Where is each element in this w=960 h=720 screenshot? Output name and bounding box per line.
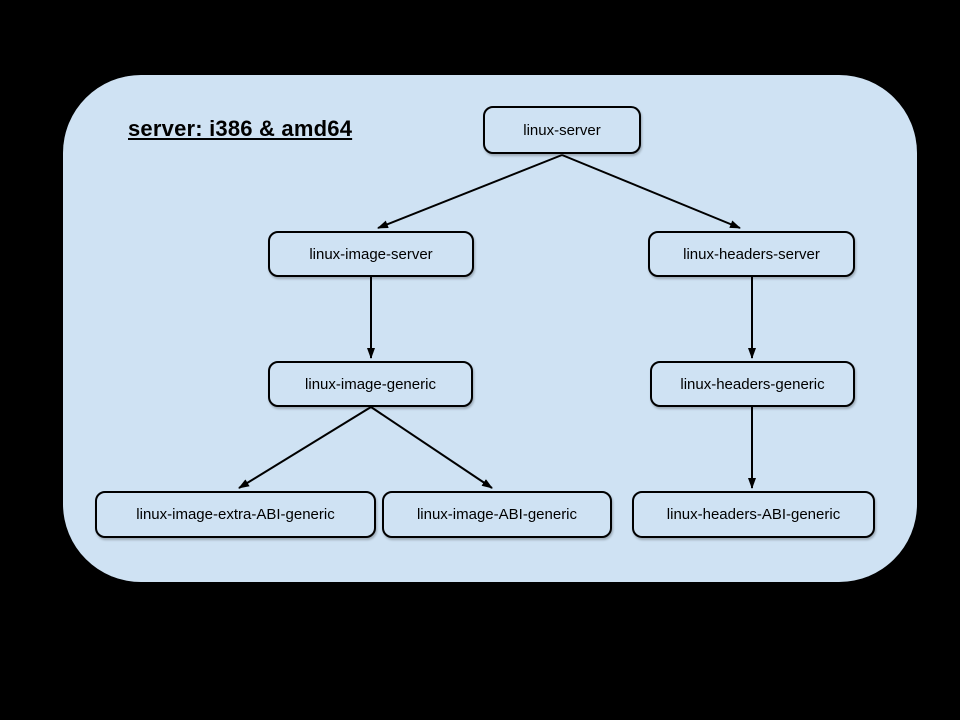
node-linux-headers-abi-generic: linux-headers-ABI-generic [632,491,875,538]
node-linux-image-extra-abi-generic: linux-image-extra-ABI-generic [95,491,376,538]
node-linux-server: linux-server [483,106,641,154]
node-linux-image-generic: linux-image-generic [268,361,473,407]
node-linux-image-abi-generic: linux-image-ABI-generic [382,491,612,538]
node-linux-image-server: linux-image-server [268,231,474,277]
node-linux-headers-generic: linux-headers-generic [650,361,855,407]
node-linux-headers-server: linux-headers-server [648,231,855,277]
diagram-title: server: i386 & amd64 [128,116,353,141]
